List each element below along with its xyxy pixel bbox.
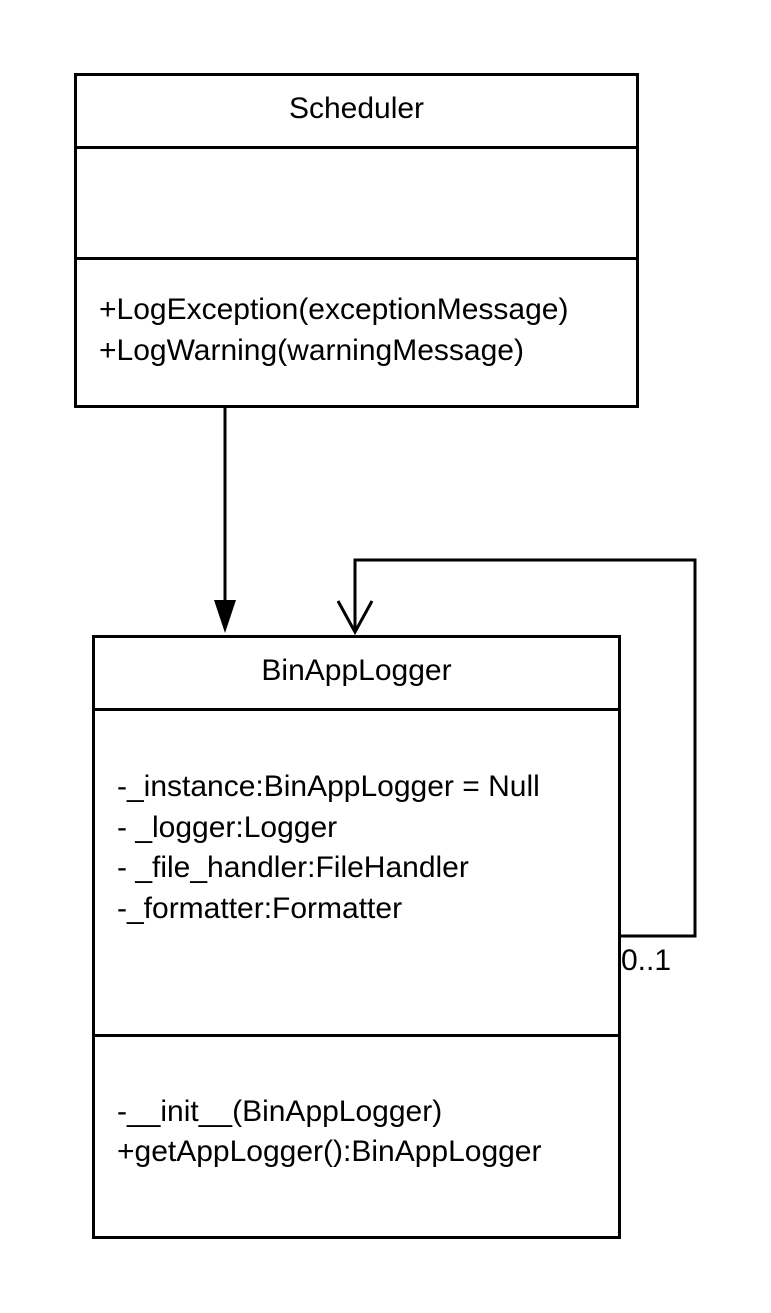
binapplogger-attribute: -_formatter:Formatter	[117, 892, 403, 925]
scheduler-name-compartment: Scheduler	[77, 76, 636, 146]
self-association-line	[353, 558, 697, 938]
binapplogger-attribute: - _logger:Logger	[117, 811, 338, 844]
scheduler-to-logger-arrowhead	[214, 600, 236, 633]
binapplogger-name-compartment: BinAppLogger	[95, 638, 618, 708]
binapplogger-methods-compartment: -__init__(BinAppLogger) +getAppLogger():…	[95, 1034, 618, 1236]
self-association-multiplicity: 0..1	[621, 944, 672, 977]
scheduler-to-logger-connector	[214, 406, 236, 633]
self-association-open-arrowhead	[336, 600, 374, 636]
scheduler-class-name: Scheduler	[288, 92, 425, 125]
binapplogger-attribute: - _file_handler:FileHandler	[117, 851, 469, 884]
scheduler-method: +LogException(exceptionMessage)	[99, 293, 569, 326]
binapplogger-attributes-compartment: -_instance:BinAppLogger = Null - _logger…	[95, 708, 618, 1034]
binapplogger-attribute: -_instance:BinAppLogger = Null	[117, 770, 540, 803]
scheduler-attributes-compartment	[77, 146, 636, 257]
binapplogger-class-name: BinAppLogger	[261, 654, 452, 687]
scheduler-method: +LogWarning(warningMessage)	[99, 334, 524, 367]
self-association-connector	[336, 558, 697, 938]
binapplogger-class: BinAppLogger -_instance:BinAppLogger = N…	[92, 635, 621, 1239]
binapplogger-method: -__init__(BinAppLogger)	[117, 1095, 443, 1128]
scheduler-class: Scheduler +LogException(exceptionMessage…	[74, 73, 639, 408]
binapplogger-method: +getAppLogger():BinAppLogger	[117, 1135, 542, 1168]
scheduler-methods-compartment: +LogException(exceptionMessage) +LogWarn…	[77, 257, 636, 405]
